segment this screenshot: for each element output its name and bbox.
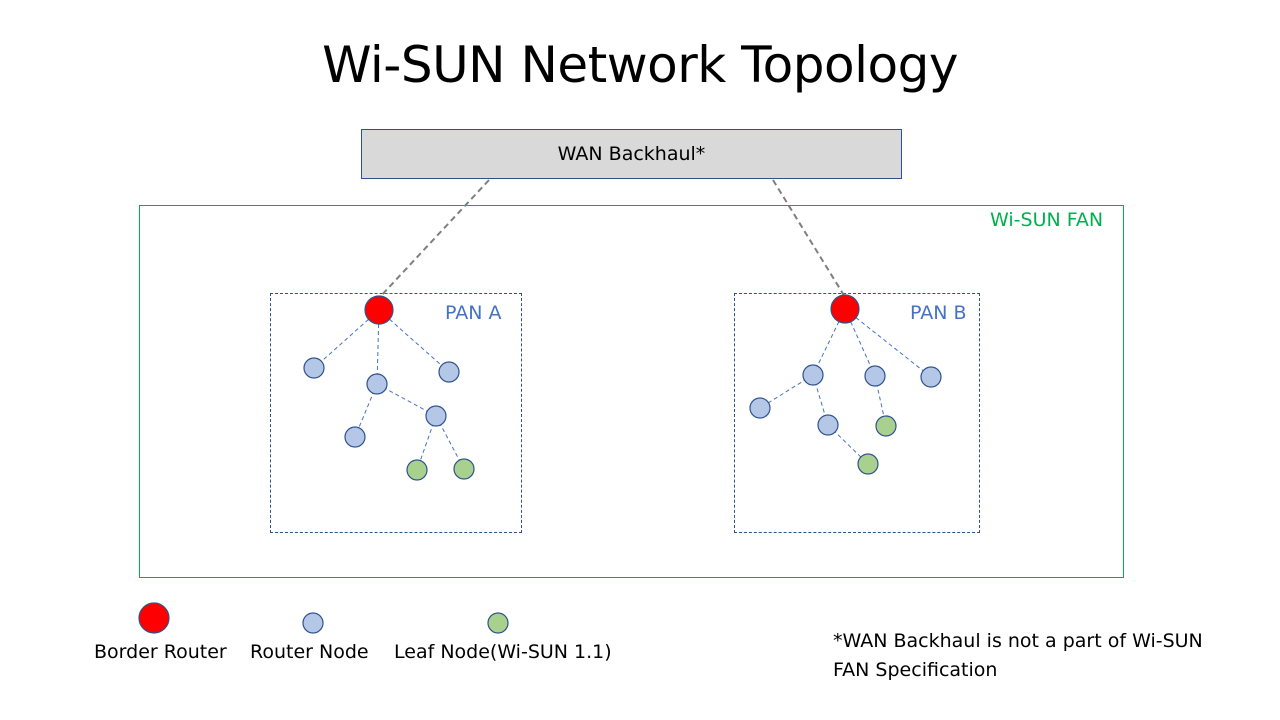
wan-uplink — [772, 179, 846, 298]
leaf-node-node-a6 — [406, 459, 428, 481]
router-node-node-b4 — [749, 397, 771, 419]
router-node-node-a5 — [425, 405, 447, 427]
wi-sun-fan-label: Wi-SUN FAN — [990, 209, 1104, 231]
footnote-line-1: *WAN Backhaul is not a part of Wi-SUN — [833, 630, 1203, 652]
page-title: Wi-SUN Network Topology — [322, 36, 958, 94]
mesh-link — [376, 309, 380, 385]
wan-backhaul-label: WAN Backhaul* — [557, 143, 706, 165]
router-node-node-b3 — [920, 366, 942, 388]
mesh-link — [812, 308, 846, 376]
pan-b-label: PAN B — [910, 302, 967, 324]
legend-leaf-node-icon — [487, 612, 509, 634]
pan-a-label: PAN A — [445, 302, 502, 324]
legend-label-leaf-node: Leaf Node(Wi-SUN 1.1) — [394, 641, 612, 663]
pan-a-boundary — [270, 293, 522, 533]
router-node-node-a1 — [303, 357, 325, 379]
legend-label-border-router: Border Router — [94, 641, 227, 663]
leaf-node-node-b6 — [875, 415, 897, 437]
border-router-node-a0 — [364, 295, 394, 325]
leaf-node-node-b7 — [857, 453, 879, 475]
wan-backhaul-box: WAN Backhaul* — [361, 129, 902, 179]
footnote-line-2: FAN Specification — [833, 659, 998, 681]
router-node-node-a4 — [344, 426, 366, 448]
legend-router-node-icon — [302, 612, 324, 634]
mesh-link — [844, 308, 932, 378]
footnote: *WAN Backhaul is not a part of Wi-SUN FA… — [833, 627, 1233, 685]
mesh-link — [378, 309, 450, 373]
router-node-node-a3 — [438, 361, 460, 383]
router-node-node-b1 — [802, 364, 824, 386]
leaf-node-node-a7 — [453, 458, 475, 480]
router-node-node-b2 — [864, 365, 886, 387]
router-node-node-a2 — [366, 373, 388, 395]
router-node-node-b5 — [817, 414, 839, 436]
legend-border-router-icon — [138, 602, 170, 634]
pan-b-boundary — [734, 293, 980, 533]
border-router-node-b0 — [830, 294, 860, 324]
legend-label-router-node: Router Node — [250, 641, 369, 663]
wan-uplink — [378, 179, 490, 299]
mesh-link — [844, 308, 876, 377]
wi-sun-fan-boundary — [139, 205, 1124, 578]
